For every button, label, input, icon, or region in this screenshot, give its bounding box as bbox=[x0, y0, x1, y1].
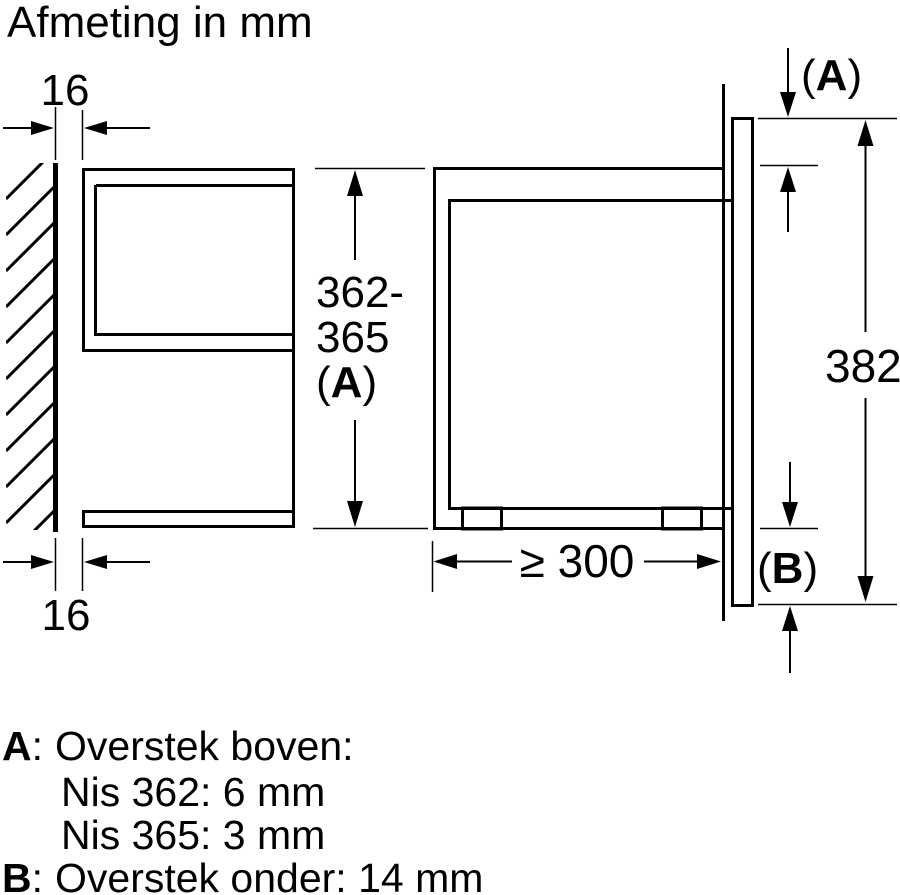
arrowhead-up bbox=[857, 120, 874, 146]
legend-line-nis-362: Nis 362: 6 mm bbox=[61, 769, 325, 815]
arrowhead-down bbox=[782, 502, 798, 527]
diagram-title: Afmeting in mm bbox=[7, 0, 313, 47]
arrowhead-left bbox=[433, 554, 457, 569]
dim-overhang-top-label: (A) bbox=[801, 51, 862, 100]
dim-gap-top-value: 16 bbox=[41, 66, 90, 115]
dim-overhang-bottom-label: (B) bbox=[757, 544, 818, 593]
legend-line-b: B:Overstek onder: 14 mm bbox=[2, 855, 483, 895]
arrowhead-left bbox=[84, 121, 107, 135]
dim-front-height: 382 bbox=[825, 120, 900, 602]
dim-niche-height-value-1: 362- bbox=[316, 268, 404, 317]
dim-front-height-value: 382 bbox=[825, 340, 900, 392]
arrowhead-down bbox=[780, 92, 796, 117]
dim-overhang-bottom: (B) bbox=[757, 462, 897, 673]
arrowhead-right bbox=[697, 554, 721, 569]
dim-wall-gap-bottom: 16 bbox=[3, 538, 150, 640]
legend-line-a: A:Overstek boven: bbox=[2, 723, 354, 769]
arrowhead-up bbox=[780, 167, 796, 192]
arrowhead-down bbox=[857, 576, 874, 602]
side-view: 16 16 362- 365 (A) bbox=[3, 66, 428, 640]
legend-line-nis-365: Nis 365: 3 mm bbox=[61, 812, 325, 858]
appliance-front-panel bbox=[731, 117, 754, 607]
dim-gap-bottom-value: 16 bbox=[42, 591, 91, 640]
dim-overhang-top: (A) bbox=[758, 48, 897, 232]
dim-niche-height-value-2: 365 bbox=[316, 313, 389, 362]
arrowhead-left bbox=[84, 555, 107, 569]
arrowhead-up bbox=[347, 170, 363, 196]
dim-niche-height: 362- 365 (A) bbox=[313, 167, 428, 530]
appliance-foot bbox=[461, 506, 503, 531]
arrowhead-down bbox=[347, 501, 363, 527]
dim-niche-height-label-a: (A) bbox=[316, 358, 377, 407]
arrowhead-right bbox=[31, 121, 54, 135]
dim-min-niche-depth: ≥ 300 bbox=[431, 535, 721, 592]
wall-hatching bbox=[6, 163, 55, 530]
appliance-side-profile bbox=[82, 168, 295, 528]
appliance-front-body bbox=[433, 199, 731, 531]
legend: A:Overstek boven: Nis 362: 6 mm Nis 365:… bbox=[2, 723, 483, 895]
cabinet-niche bbox=[433, 84, 725, 621]
appliance-foot bbox=[661, 506, 703, 531]
arrowhead-up bbox=[782, 606, 798, 631]
dim-min-depth-value: ≥ 300 bbox=[520, 535, 635, 587]
front-view: (A) 382 (B) ≥ 300 bbox=[431, 48, 900, 673]
arrowhead-right bbox=[31, 555, 54, 569]
dim-wall-gap-top: 16 bbox=[3, 66, 150, 160]
